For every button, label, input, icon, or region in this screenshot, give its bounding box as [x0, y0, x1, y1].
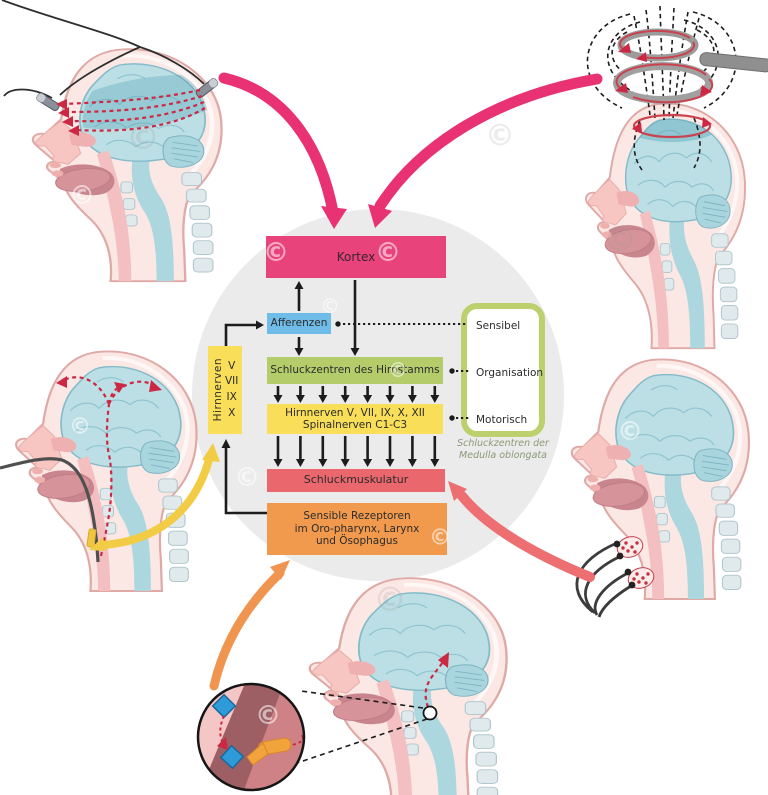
tms-coil-icon [613, 28, 768, 104]
kortex-label: Kortex [336, 249, 376, 264]
hirnnerven-spinalnerven-box: Hirnnerven V, VII, IX, X, XII Spinalnerv… [267, 404, 443, 434]
hirnnerven-line1: Hirnnerven V, VII, IX, X, XII [285, 406, 425, 419]
medulla-caption: Schluckzentren der Medulla oblongata [443, 438, 563, 463]
sensor-to-rezeptoren-arrow [209, 560, 290, 691]
sensor-diamond-icon [211, 693, 237, 719]
magnifier-target-circle [422, 705, 438, 721]
mucosa-detail-circle [196, 682, 306, 792]
rezeptoren-line3: und Ösophagus [315, 535, 399, 548]
hirnnerven-side-box: Hirnnerven V VII IX X [208, 346, 242, 434]
cranial-nerve-numerals: V VII IX X [225, 359, 238, 422]
schluckmuskulatur-label: Schluckmuskulatur [303, 473, 409, 487]
rezeptoren-line1: Sensible Rezeptoren [303, 510, 411, 523]
electrode-wires [1, 0, 205, 99]
function-sensibel: Sensibel [476, 320, 521, 332]
kortex-box: Kortex [266, 236, 446, 278]
function-box: Sensibel Organisation Motorisch [461, 303, 545, 437]
nerve-x: X [228, 406, 236, 419]
rezeptoren-box: Sensible Rezeptoren im Oro-pharynx, Lary… [267, 503, 447, 555]
tms-to-kortex-arrow [368, 73, 603, 228]
capsule-icon [246, 742, 269, 766]
rezeptoren-line2: im Oro-pharynx, Larynx [294, 522, 420, 535]
back-electrode-icon [195, 78, 219, 98]
hirnstamm-box: Schluckzentren des Hirnstamms [267, 357, 443, 384]
function-motorisch: Motorisch [476, 414, 528, 426]
feedback-loop [221, 320, 267, 515]
nerve-ix: IX [226, 391, 237, 403]
front-electrode-icon [36, 92, 60, 112]
tdcs-to-kortex-arrow [218, 72, 347, 229]
caption-line2: Medulla oblongata [459, 450, 547, 462]
head-tdcs [1, 0, 235, 281]
afferenzen-label: Afferenzen [270, 317, 328, 330]
throat-electrode-patches [613, 536, 655, 589]
afferenzen-box: Afferenzen [267, 313, 331, 334]
pharyngeal-electrode-icon [86, 528, 97, 548]
flowchart-arrows [273, 280, 440, 467]
caption-line1: Schluckzentren der [457, 438, 549, 449]
big-arrows [89, 72, 603, 691]
spinalnerven-line2: Spinalnerven C1-C3 [302, 419, 408, 431]
nerve-v: V [228, 359, 236, 372]
function-organisation: Organisation [476, 367, 544, 379]
hirnnerven-side-label: Hirnnerven [211, 358, 224, 422]
nmes-to-muskulatur-arrow [448, 481, 595, 582]
current-flow-arrows [56, 88, 206, 136]
brainstem-pathway-arrow [424, 657, 447, 708]
pharynx-hirnnerven-arrow [89, 443, 220, 551]
head-sensors [296, 578, 507, 795]
hirnstamm-label: Schluckzentren des Hirnstamms [270, 364, 440, 377]
induced-current-ring [632, 113, 712, 139]
nerve-vii: VII [224, 375, 239, 388]
magnifier-connector-lines [296, 690, 428, 764]
head-catheter [0, 351, 197, 591]
head-tms [584, 5, 768, 351]
sensor-diamond-icon [219, 744, 245, 770]
head-nmes [572, 359, 749, 618]
schluckmuskulatur-box: Schluckmuskulatur [267, 469, 445, 492]
afferent-pathway-arrows [56, 376, 162, 557]
